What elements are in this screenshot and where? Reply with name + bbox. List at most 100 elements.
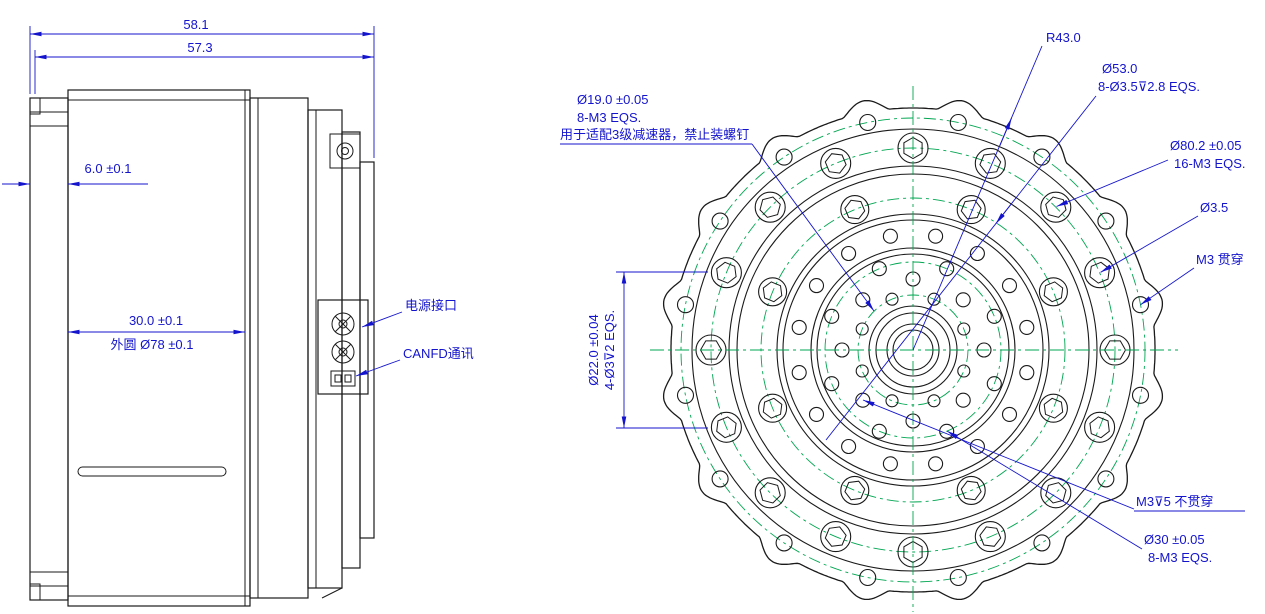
pattern-hole [855, 392, 871, 408]
mounting-screw [754, 477, 786, 509]
rear-cover-notch [29, 97, 41, 115]
rear-cover-notch [29, 583, 41, 601]
body-hole [969, 438, 985, 455]
front-view-dimensions: R43.0 Ø53.0 8-Ø3.5⊽2.8 EQS. Ø19.0 ±0.05 … [560, 30, 1246, 565]
mounting-screw-hex-socket [824, 153, 847, 174]
m3-hole-d19 [885, 292, 899, 306]
radius-arrow-r43 [999, 118, 1012, 146]
m3-hole-d19 [885, 394, 899, 408]
mounting-screw [754, 191, 786, 223]
counterbore-screw-hex-socket [762, 281, 783, 303]
mounting-screw [974, 147, 1006, 179]
leader-d19 [751, 143, 875, 312]
mounting-screw-hex-socket [979, 526, 1002, 547]
side-view-dimensions: 58.1 57.3 6.0 ±0.1 30.0 ±0.1 外圆 Ø78 ±0.1… [2, 17, 474, 377]
counterbore-screw [956, 475, 986, 505]
mounting-screw-hex-socket [759, 196, 781, 218]
pattern-hole [855, 292, 871, 308]
flange-bolt-hole [711, 212, 729, 230]
power-connector-pin-center [338, 319, 348, 329]
mounting-screw [710, 257, 742, 289]
body-hole [1019, 365, 1035, 381]
leader-d53 [825, 95, 1097, 441]
mounting-screw-hex-socket [1089, 416, 1110, 439]
bottom-chamfer [321, 587, 343, 599]
m3-hole-d30 [871, 423, 887, 439]
mounting-screw [974, 521, 1006, 553]
mounting-screw-hex-socket [1045, 482, 1067, 504]
counterbore-screw-hex-socket [762, 397, 783, 419]
dim-6-label: 6.0 ±0.1 [85, 161, 132, 176]
dim-30-label: 30.0 ±0.1 [129, 313, 183, 328]
flange-bolt-hole [949, 568, 967, 587]
body-hole [841, 438, 857, 455]
body-hole [841, 245, 857, 262]
top-fitting-screw [336, 142, 354, 160]
body-hole [882, 228, 898, 244]
body-hole [808, 278, 825, 294]
body-hole [1019, 319, 1035, 335]
leader-m3-blind [862, 399, 1135, 510]
m3-hole-d30 [871, 261, 887, 277]
d19-holes-label: 8-M3 EQS. [577, 110, 641, 125]
counterbore-screw-hex-socket [1043, 281, 1064, 303]
flange-bolt-hole [859, 568, 877, 587]
body-hole [928, 228, 944, 244]
d53-holes-label: 8-Ø3.5⊽2.8 EQS. [1098, 79, 1200, 94]
leader-d35 [1100, 215, 1199, 273]
m3-hole-d19 [855, 364, 869, 378]
power-connector-cross [334, 343, 352, 361]
mounting-screw-hex-socket [979, 153, 1002, 174]
pattern-hole [955, 292, 971, 308]
canfd-connector-pin [344, 374, 352, 383]
body-hole [928, 456, 944, 472]
counterbore-screw [1038, 393, 1068, 423]
m3-hole-d30 [824, 308, 840, 324]
leader-power-connector [361, 311, 403, 328]
leader-d30 [946, 430, 1143, 550]
power-connector-pin-center [338, 347, 348, 357]
m3-hole-d19 [927, 394, 941, 408]
mounting-screw-hex-socket [1045, 196, 1067, 218]
counterbore-screw-hex-socket [844, 199, 866, 220]
mounting-screw-hex-socket [699, 340, 723, 360]
m3-through-label: M3 贯穿 [1196, 252, 1244, 267]
canfd-connector [330, 370, 356, 387]
d35-label: Ø3.5 [1200, 200, 1228, 215]
leader-d80 [1056, 159, 1169, 207]
leader-canfd [355, 359, 401, 377]
canfd-label: CANFD通讯 [403, 346, 474, 361]
radius-line-r43 [912, 45, 1043, 351]
flange-bolt-hole [711, 470, 729, 488]
mounting-screw-hex-socket [1089, 261, 1110, 284]
d22-holes-label: 4-Ø3⊽2 EQS. [602, 310, 617, 390]
flange-bolt-hole [859, 113, 877, 132]
d53-label: Ø53.0 [1102, 61, 1137, 76]
flange-bolt-hole [1097, 212, 1115, 230]
flange-bolt-hole [775, 148, 793, 166]
flange-bolt-hole [1131, 386, 1150, 404]
body-hole [791, 365, 807, 381]
flange-bolt-hole [676, 386, 695, 404]
counterbore-screw-hex-socket [960, 480, 982, 501]
m3-hole-d30 [986, 376, 1002, 392]
mounting-screw-hex-socket [759, 482, 781, 504]
d80-label: Ø80.2 ±0.05 [1170, 138, 1241, 153]
mounting-screw-hex-socket [716, 261, 737, 284]
m3-hole-d19 [927, 292, 941, 306]
mounting-screw [1040, 191, 1072, 223]
counterbore-screw [758, 277, 788, 307]
mounting-screw [820, 521, 852, 553]
outer-ring-side [359, 161, 375, 539]
leader-m3-through [1140, 267, 1195, 306]
d80-holes-label: 16-M3 EQS. [1174, 156, 1246, 171]
power-connector-pin [331, 340, 355, 364]
top-fitting [329, 133, 361, 169]
dim-57-label: 57.3 [187, 40, 212, 55]
m3-hole-d30 [824, 376, 840, 392]
dim-58-label: 58.1 [183, 17, 208, 32]
d30-label: Ø30 ±0.05 [1144, 532, 1205, 547]
dim-d78-label: 外圆 Ø78 ±0.1 [110, 337, 193, 352]
body-hole [882, 456, 898, 472]
